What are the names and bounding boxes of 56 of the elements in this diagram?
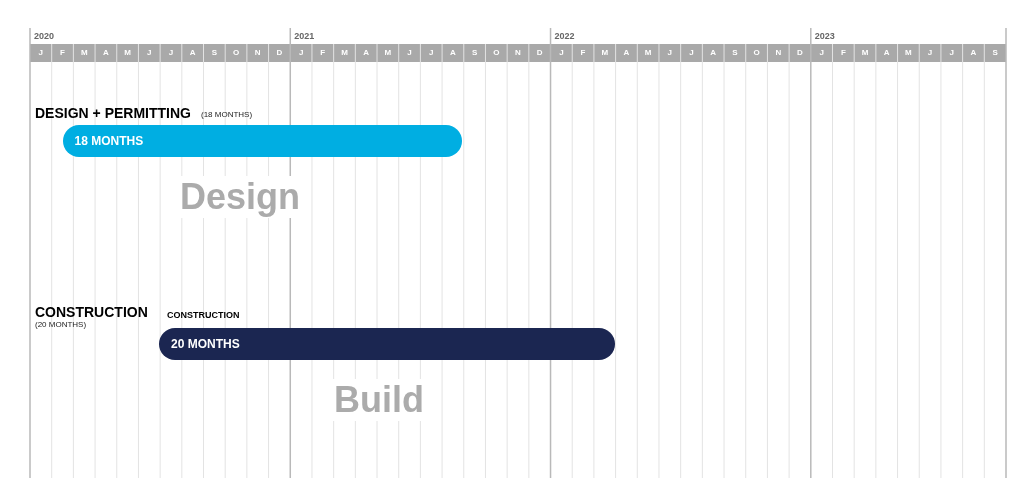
month-label: N: [253, 47, 262, 59]
month-label: S: [991, 47, 999, 59]
month-label: A: [622, 47, 631, 59]
phase-heading: DESIGN + PERMITTING: [35, 105, 191, 121]
month-label: A: [882, 47, 891, 59]
gantt-bar: 20 MONTHS: [159, 328, 615, 360]
month-label: A: [709, 47, 718, 59]
year-label: 2023: [814, 31, 835, 41]
month-label: J: [818, 47, 825, 59]
month-label: N: [514, 47, 522, 59]
month-label: M: [904, 47, 913, 59]
bar-caption: CONSTRUCTION: [167, 310, 240, 320]
month-label: M: [340, 47, 349, 59]
year-label: 2020: [34, 31, 55, 41]
month-label: F: [59, 47, 66, 59]
month-label: A: [362, 47, 371, 59]
month-label: J: [558, 47, 565, 59]
month-label: A: [449, 47, 457, 59]
month-label: S: [210, 47, 218, 59]
month-label: O: [492, 47, 501, 59]
month-label: S: [731, 47, 739, 59]
year-label: 2022: [554, 31, 575, 41]
month-label: J: [666, 47, 674, 59]
duration-note: (18 MONTHS): [201, 110, 253, 119]
month-label: M: [79, 47, 89, 59]
month-label: J: [297, 47, 305, 59]
month-label: J: [428, 47, 435, 59]
month-label: J: [948, 47, 955, 59]
month-label: M: [383, 47, 393, 59]
duration-note: (20 MONTHS): [35, 320, 87, 329]
month-label: F: [579, 47, 587, 59]
month-label: D: [796, 47, 804, 59]
month-label: D: [535, 47, 544, 59]
month-label: N: [774, 47, 783, 59]
phase-heading: CONSTRUCTION: [35, 304, 148, 320]
month-label: J: [167, 47, 175, 59]
month-label: D: [275, 47, 284, 59]
year-label: 2021: [294, 31, 315, 41]
month-label: F: [839, 47, 847, 59]
month-label: M: [643, 47, 653, 59]
month-label: J: [926, 47, 934, 59]
month-label: A: [188, 47, 197, 59]
gantt-bar: 18 MONTHS: [62, 125, 462, 157]
month-label: J: [37, 47, 45, 59]
month-label: A: [969, 47, 978, 59]
month-label: M: [860, 47, 870, 59]
month-label: F: [319, 47, 327, 59]
month-label: M: [600, 47, 610, 59]
month-label: S: [470, 47, 479, 59]
month-label: J: [406, 47, 413, 59]
month-label: O: [231, 47, 241, 59]
month-label: J: [688, 47, 695, 59]
month-label: J: [146, 47, 153, 59]
month-label: M: [123, 47, 132, 59]
month-label: A: [102, 47, 110, 59]
month-label: O: [752, 47, 761, 59]
